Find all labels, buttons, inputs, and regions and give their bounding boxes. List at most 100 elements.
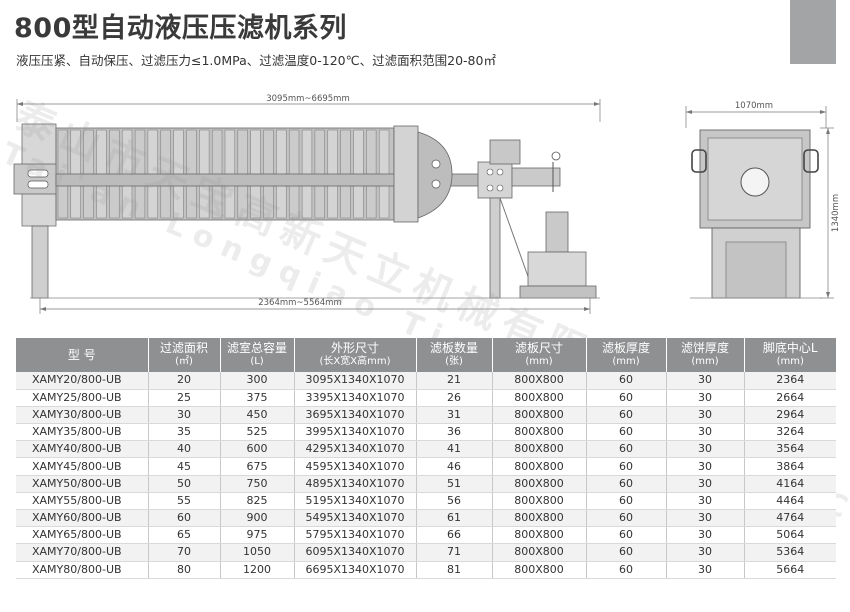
total-length-label: 3095mm~6695mm bbox=[266, 94, 350, 104]
table-cell: 60 bbox=[586, 526, 667, 545]
column-header: 过滤面积(㎡) bbox=[148, 338, 221, 372]
table-cell: 30 bbox=[666, 543, 745, 562]
table-cell: 4895X1340X1070 bbox=[294, 475, 417, 493]
table-cell: 46 bbox=[416, 457, 493, 476]
table-cell: 60 bbox=[586, 372, 667, 390]
table-cell: 800X800 bbox=[492, 423, 587, 442]
table-cell: XAMY80/800-UB bbox=[16, 561, 149, 579]
column-header: 滤室总容量(L) bbox=[220, 338, 295, 372]
table-cell: XAMY35/800-UB bbox=[16, 423, 149, 442]
table-header-row: 型 号过滤面积(㎡)滤室总容量(L)外形尺寸(长X宽X高mm)滤板数量(张)滤板… bbox=[16, 338, 836, 372]
table-cell: 30 bbox=[148, 406, 221, 425]
table-cell: 4164 bbox=[744, 475, 836, 493]
table-cell: 30 bbox=[666, 440, 745, 459]
table-cell: 71 bbox=[416, 543, 493, 562]
end-view: 1070mm 1340mm bbox=[685, 101, 841, 299]
table-cell: 4295X1340X1070 bbox=[294, 440, 417, 459]
table-cell: 800X800 bbox=[492, 475, 587, 493]
page-title: 800型自动液压压滤机系列 bbox=[14, 13, 347, 44]
table-cell: 800X800 bbox=[492, 543, 587, 562]
column-header-label: 脚底中心L bbox=[762, 341, 818, 355]
table-cell: 81 bbox=[416, 561, 493, 579]
table-cell: 3695X1340X1070 bbox=[294, 406, 417, 425]
table-cell: 4464 bbox=[744, 492, 836, 511]
table-cell: 2664 bbox=[744, 389, 836, 407]
table-cell: 60 bbox=[148, 509, 221, 528]
corner-decoration-block bbox=[790, 0, 836, 64]
table-cell: XAMY25/800-UB bbox=[16, 389, 149, 407]
table-cell: 60 bbox=[586, 440, 667, 459]
table-cell: 26 bbox=[416, 389, 493, 407]
column-header-label: 滤板厚度 bbox=[601, 341, 650, 355]
table-cell: XAMY40/800-UB bbox=[16, 440, 149, 459]
column-header: 滤板数量(张) bbox=[416, 338, 493, 372]
column-header-unit: (L) bbox=[250, 356, 264, 367]
table-cell: 5664 bbox=[744, 561, 836, 579]
table-cell: 70 bbox=[148, 543, 221, 562]
table-cell: 61 bbox=[416, 509, 493, 528]
table-cell: 3864 bbox=[744, 457, 836, 476]
spec-table: 型 号过滤面积(㎡)滤室总容量(L)外形尺寸(长X宽X高mm)滤板数量(张)滤板… bbox=[16, 338, 836, 579]
table-cell: XAMY70/800-UB bbox=[16, 543, 149, 562]
column-header: 滤板尺寸(mm) bbox=[492, 338, 587, 372]
table-cell: 60 bbox=[586, 509, 667, 528]
table-cell: 40 bbox=[148, 440, 221, 459]
width-label: 1070mm bbox=[735, 101, 773, 111]
height-label: 1340mm bbox=[831, 194, 841, 232]
table-cell: 1050 bbox=[220, 543, 295, 562]
table-cell: 41 bbox=[416, 440, 493, 459]
table-cell: 6095X1340X1070 bbox=[294, 543, 417, 562]
table-cell: 21 bbox=[416, 372, 493, 390]
side-view bbox=[13, 123, 600, 299]
column-header: 外形尺寸(长X宽X高mm) bbox=[294, 338, 417, 372]
column-header-label: 滤板数量 bbox=[429, 341, 478, 355]
table-cell: 5495X1340X1070 bbox=[294, 509, 417, 528]
table-cell: XAMY65/800-UB bbox=[16, 526, 149, 545]
table-cell: 60 bbox=[586, 389, 667, 407]
table-cell: XAMY45/800-UB bbox=[16, 457, 149, 476]
table-cell: 800X800 bbox=[492, 389, 587, 407]
column-header-label: 型 号 bbox=[67, 348, 96, 362]
table-cell: 80 bbox=[148, 561, 221, 579]
table-cell: 375 bbox=[220, 389, 295, 407]
total-length-dimension: 3095mm~6695mm bbox=[16, 94, 601, 122]
table-cell: 60 bbox=[586, 406, 667, 425]
table-cell: 3995X1340X1070 bbox=[294, 423, 417, 442]
table-cell: 60 bbox=[586, 423, 667, 442]
table-cell: 5195X1340X1070 bbox=[294, 492, 417, 511]
table-cell: 30 bbox=[666, 457, 745, 476]
column-header-label: 外形尺寸 bbox=[330, 341, 379, 355]
page-subtitle: 液压压紧、自动保压、过滤压力≤1.0MPa、过滤温度0-120℃、过滤面积范围2… bbox=[16, 53, 496, 68]
table-cell: 30 bbox=[666, 561, 745, 579]
table-cell: 6695X1340X1070 bbox=[294, 561, 417, 579]
column-header: 滤板厚度(mm) bbox=[586, 338, 667, 372]
table-cell: 60 bbox=[586, 543, 667, 562]
table-cell: 65 bbox=[148, 526, 221, 545]
table-cell: 600 bbox=[220, 440, 295, 459]
table-cell: 30 bbox=[666, 423, 745, 442]
table-cell: 51 bbox=[416, 475, 493, 493]
column-header-label: 滤饼厚度 bbox=[680, 341, 729, 355]
table-cell: 30 bbox=[666, 406, 745, 425]
table-cell: 30 bbox=[666, 372, 745, 390]
table-cell: 55 bbox=[148, 492, 221, 511]
table-cell: 30 bbox=[666, 492, 745, 511]
table-cell: 50 bbox=[148, 475, 221, 493]
column-header-unit: (长X宽X高mm) bbox=[319, 356, 391, 367]
table-cell: 60 bbox=[586, 457, 667, 476]
filter-press-drawing: 3095mm~6695mm bbox=[13, 94, 841, 314]
column-header-unit: (mm) bbox=[776, 356, 804, 367]
table-cell: 3564 bbox=[744, 440, 836, 459]
table-cell: 800X800 bbox=[492, 561, 587, 579]
table-cell: XAMY30/800-UB bbox=[16, 406, 149, 425]
column-header-unit: (㎡) bbox=[175, 356, 193, 367]
table-cell: 800X800 bbox=[492, 406, 587, 425]
